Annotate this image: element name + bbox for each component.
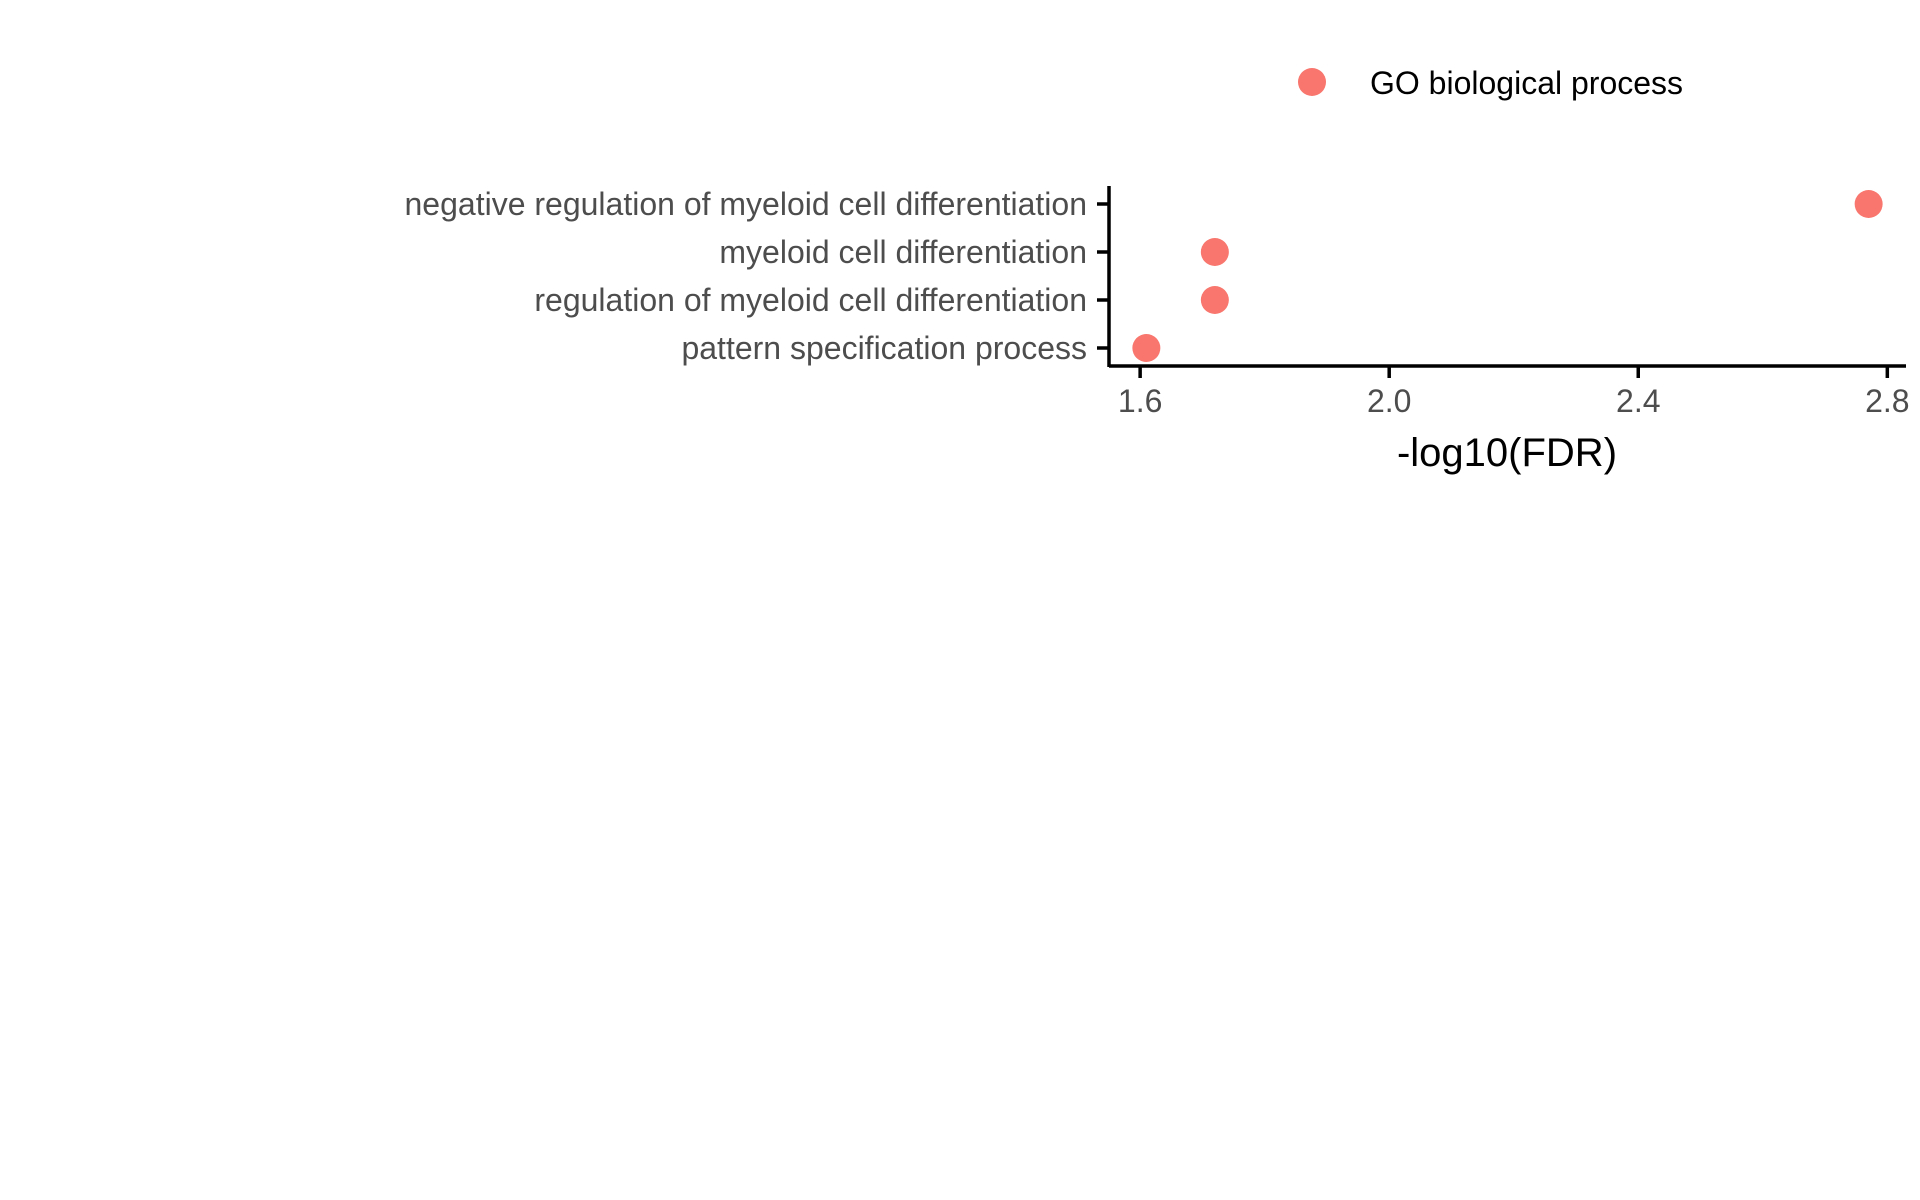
legend-key-marker [1298, 68, 1326, 96]
data-points [1132, 190, 1883, 362]
legend: GO biological process [1298, 65, 1683, 101]
y-axis-labels: negative regulation of myeloid cell diff… [405, 186, 1088, 366]
legend-label: GO biological process [1370, 65, 1683, 101]
x-axis-title: -log10(FDR) [1397, 431, 1617, 475]
x-axis-labels: 1.6 2.0 2.4 2.8 [1118, 383, 1910, 419]
y-tick-label: myeloid cell differentiation [719, 234, 1087, 270]
y-axis-ticks [1097, 202, 1109, 350]
data-point [1854, 190, 1883, 218]
data-point [1200, 286, 1229, 314]
x-tick-label: 1.6 [1118, 383, 1162, 419]
x-tick-label: 2.0 [1367, 383, 1411, 419]
data-point [1200, 238, 1229, 266]
x-axis-ticks [1138, 366, 1890, 378]
y-tick-label: negative regulation of myeloid cell diff… [405, 186, 1088, 222]
x-tick-label: 2.8 [1865, 383, 1909, 419]
x-tick-label: 2.4 [1616, 383, 1660, 419]
y-tick-label: pattern specification process [681, 330, 1087, 366]
y-tick-label: regulation of myeloid cell differentiati… [534, 282, 1087, 318]
data-point [1132, 334, 1161, 362]
